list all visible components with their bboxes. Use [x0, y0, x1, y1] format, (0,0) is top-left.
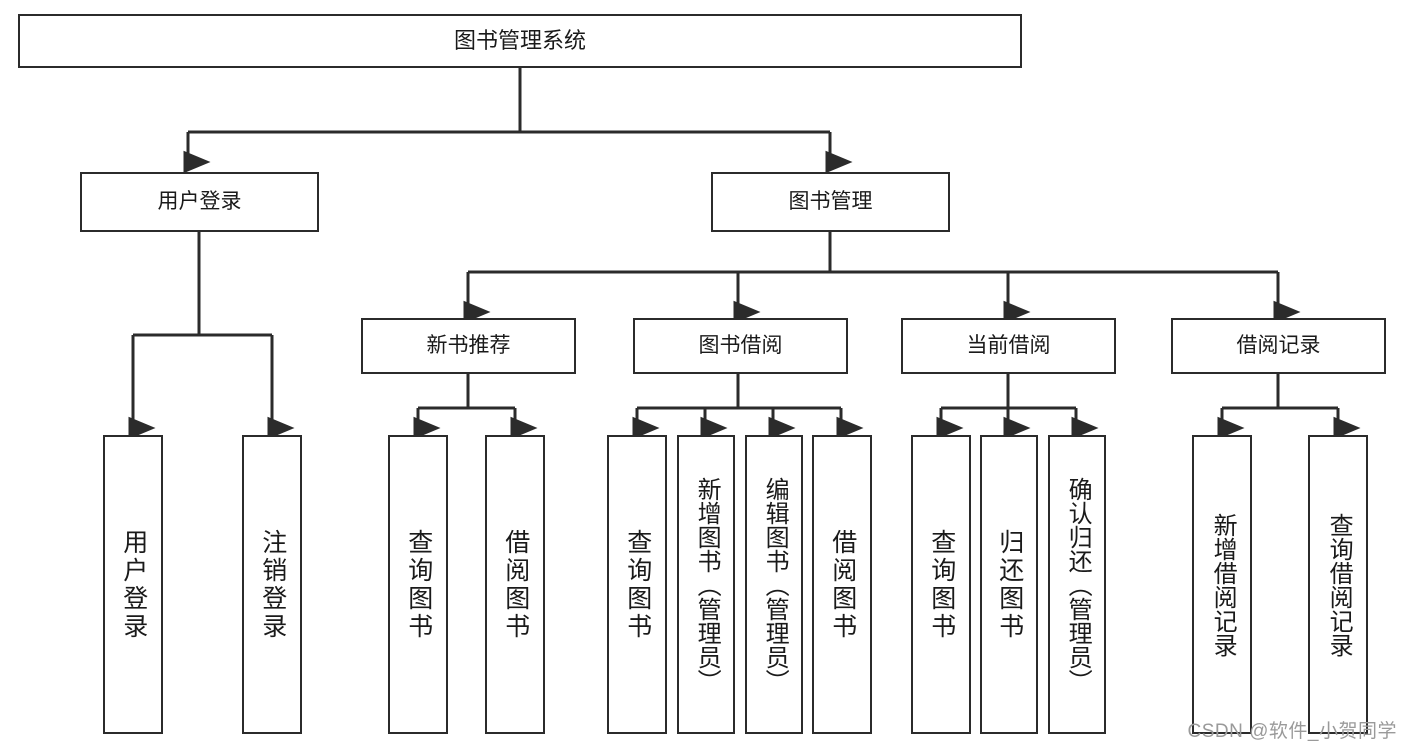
node-book-borrow-label: 图书借阅	[698, 333, 783, 357]
node-book-borrow[interactable]: 图书借阅	[633, 318, 848, 374]
leaf-query-record-label: 查询借阅记录	[1325, 512, 1353, 657]
leaf-borrow-book-2[interactable]: 借阅图书	[812, 435, 872, 734]
leaf-query-book-3[interactable]: 查询图书	[911, 435, 971, 734]
csdn-watermark: CSDN @软件_小贺同学	[1187, 721, 1397, 742]
leaf-user-login[interactable]: 用户登录	[103, 435, 163, 734]
leaf-user-logout[interactable]: 注销登录	[242, 435, 302, 734]
leaf-add-record-label: 新增借阅记录	[1209, 512, 1237, 657]
node-borrow-record-label: 借阅记录	[1236, 333, 1321, 357]
leaf-query-book-2[interactable]: 查询图书	[607, 435, 667, 734]
leaf-query-record[interactable]: 查询借阅记录	[1308, 435, 1368, 734]
leaf-user-logout-label: 注销登录	[258, 528, 287, 641]
leaf-query-book-3-label: 查询图书	[927, 528, 956, 641]
leaf-edit-book[interactable]: 编辑图书（管理员）	[745, 435, 803, 734]
leaf-query-book-2-label: 查询图书	[623, 528, 652, 641]
node-current-borrow-label: 当前借阅	[966, 333, 1051, 357]
leaf-confirm-return-label: 确认归还（管理员）	[1064, 476, 1092, 693]
node-borrow-record[interactable]: 借阅记录	[1171, 318, 1386, 374]
node-user-login-label: 用户登录	[157, 189, 242, 213]
leaf-return-book-label: 归还图书	[995, 528, 1024, 641]
leaf-add-record[interactable]: 新增借阅记录	[1192, 435, 1252, 734]
node-new-book-recommend-label: 新书推荐	[426, 333, 511, 357]
node-book-manage-label: 图书管理	[788, 189, 873, 213]
node-root-label: 图书管理系统	[453, 28, 586, 54]
leaf-return-book[interactable]: 归还图书	[980, 435, 1038, 734]
node-book-manage[interactable]: 图书管理	[711, 172, 950, 232]
leaf-query-book-1[interactable]: 查询图书	[388, 435, 448, 734]
leaf-borrow-book-2-label: 借阅图书	[828, 528, 857, 641]
leaf-query-book-1-label: 查询图书	[404, 528, 433, 641]
leaf-borrow-book-1[interactable]: 借阅图书	[485, 435, 545, 734]
leaf-edit-book-label: 编辑图书（管理员）	[761, 476, 789, 693]
leaf-add-book-label: 新增图书（管理员）	[693, 476, 721, 693]
node-new-book-recommend[interactable]: 新书推荐	[361, 318, 576, 374]
node-user-login[interactable]: 用户登录	[80, 172, 319, 232]
leaf-add-book[interactable]: 新增图书（管理员）	[677, 435, 735, 734]
node-current-borrow[interactable]: 当前借阅	[901, 318, 1116, 374]
node-root[interactable]: 图书管理系统	[18, 14, 1022, 68]
leaf-user-login-label: 用户登录	[119, 528, 148, 641]
leaf-confirm-return[interactable]: 确认归还（管理员）	[1048, 435, 1106, 734]
leaf-borrow-book-1-label: 借阅图书	[501, 528, 530, 641]
